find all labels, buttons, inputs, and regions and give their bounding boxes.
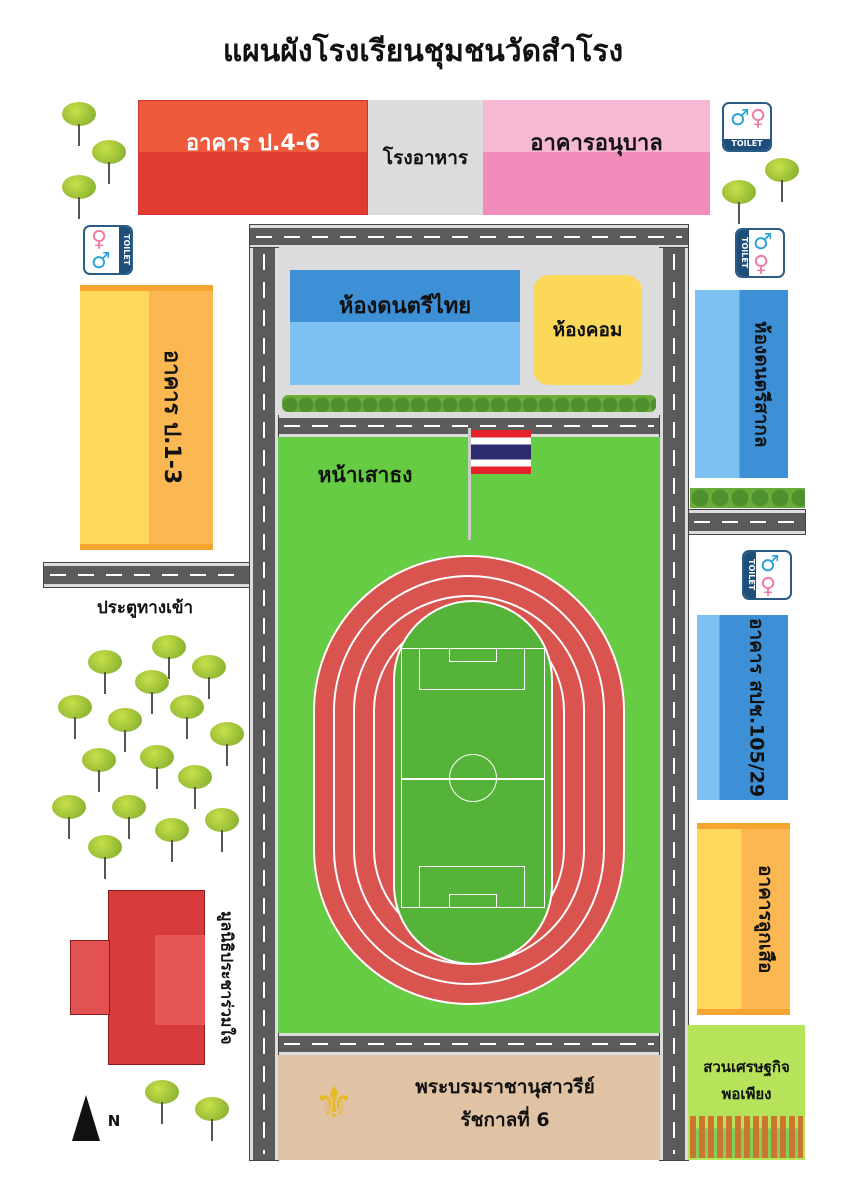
tree-icon xyxy=(88,650,122,696)
road xyxy=(44,563,250,587)
road xyxy=(250,248,278,1160)
tree-icon xyxy=(192,655,226,701)
tree-icon xyxy=(58,695,92,741)
road xyxy=(660,248,688,1160)
foundation-house-wing xyxy=(70,940,110,1015)
hedge xyxy=(690,488,805,508)
entrance-label: ประตูทางเข้า xyxy=(96,597,194,618)
tree-icon xyxy=(210,722,244,768)
tree-icon xyxy=(152,635,186,681)
garden-label-1: สวนเศรษฐกิจ xyxy=(703,1058,790,1076)
garden-label-2: พอเพียง xyxy=(721,1085,772,1103)
tree-icon xyxy=(108,708,142,754)
flagpole xyxy=(468,428,471,540)
tree-icon xyxy=(62,102,96,148)
tree-icon xyxy=(765,158,799,204)
road xyxy=(278,1033,660,1055)
monument-label-1: พระบรมราชานุสาวรีย์ xyxy=(415,1076,595,1098)
monument-label-2: รัชกาลที่ 6 xyxy=(460,1109,550,1131)
tree-icon xyxy=(112,795,146,841)
road xyxy=(688,510,805,534)
road xyxy=(250,225,688,248)
tree-icon xyxy=(170,695,204,741)
computer-room: ห้องคอม xyxy=(533,275,642,385)
tree-icon xyxy=(62,175,96,221)
building-kindergarten: อาคารอนุบาล xyxy=(483,100,710,215)
building-spc: อาคาร สปช.105/29 xyxy=(697,615,788,800)
tree-icon xyxy=(52,795,86,841)
tree-icon xyxy=(178,765,212,811)
toilet-icon: ♂♀TOILET xyxy=(742,550,792,600)
football-pitch xyxy=(393,600,553,965)
scout-emblem-icon: ⚜ xyxy=(314,1078,354,1129)
intl-music-room: ห้องดนตรีสากล xyxy=(695,290,788,478)
building-p1-3: อาคาร ป.1-3 xyxy=(80,285,213,550)
foundation-house-roof xyxy=(155,935,205,1025)
tree-icon xyxy=(92,140,126,186)
monument-area xyxy=(278,1055,660,1160)
north-arrow-icon xyxy=(72,1095,100,1141)
toilet-icon: ♀♂TOILET xyxy=(83,225,133,275)
canteen: โรงอาหาร xyxy=(368,100,483,215)
tree-icon xyxy=(155,818,189,864)
tree-icon xyxy=(722,180,756,226)
tree-icon xyxy=(140,745,174,791)
tree-icon xyxy=(135,670,169,716)
thai-flag-icon xyxy=(471,430,531,474)
track-lane xyxy=(333,575,605,985)
tree-icon xyxy=(82,748,116,794)
north-label: N xyxy=(107,1112,121,1130)
thai-music-room: ห้องดนตรีไทย xyxy=(290,270,520,385)
building-scout: อาคารลูกเสือ xyxy=(697,823,790,1015)
foundation-label: มูลนิธิประชาร่วมใจ xyxy=(217,910,237,1045)
building-p4-6: อาคาร ป.4-6 xyxy=(138,100,368,215)
tree-icon xyxy=(145,1080,179,1126)
flagpole-area-label: หน้าเสาธง xyxy=(317,462,413,487)
toilet-icon: ♂♀TOILET xyxy=(722,102,772,152)
toilet-icon: ♂♀TOILET xyxy=(735,228,785,278)
tree-icon xyxy=(205,808,239,854)
map-title: แผนผังโรงเรียนชุมชนวัดสำโรง xyxy=(222,34,624,69)
fence xyxy=(690,1116,803,1158)
tree-icon xyxy=(88,835,122,881)
hedge xyxy=(282,395,656,412)
tree-icon xyxy=(195,1097,229,1143)
